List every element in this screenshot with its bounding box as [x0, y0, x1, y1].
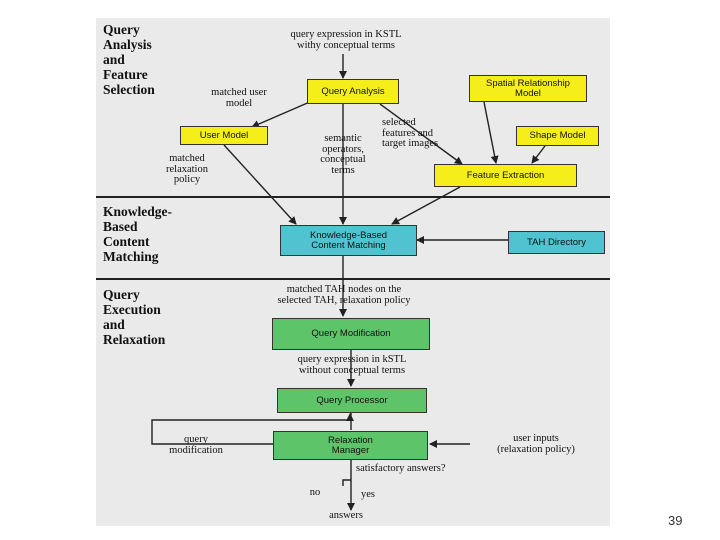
label-yes: yes [361, 489, 375, 500]
label-query-expression-out: query expression in kSTL without concept… [297, 354, 407, 376]
tah-directory-box: TAH Directory [508, 231, 605, 254]
feature-extraction-box: Feature Extraction [434, 164, 577, 187]
label-query-expression-in: query expression in KSTL withy conceptua… [290, 29, 402, 51]
knowledge-based-matching-box: Knowledge-Based Content Matching [280, 225, 417, 256]
label-matched-user-model: matched user model [211, 87, 267, 109]
label-query-modification-loop: query modification [169, 434, 223, 456]
label-semantic-operators: semantic operators, conceptual terms [320, 133, 366, 176]
section-divider [96, 196, 610, 198]
label-satisfactory-answers: satisfactory answers? [356, 463, 446, 474]
section-query-execution: Query Execution and Relaxation [103, 287, 166, 347]
label-answers: answers [329, 510, 363, 521]
query-modification-box: Query Modification [272, 318, 430, 350]
label-matched-relaxation: matched relaxation policy [166, 153, 208, 185]
spatial-relationship-model-box: Spatial Relationship Model [469, 75, 587, 102]
user-model-box: User Model [180, 126, 268, 145]
label-no: no [309, 487, 321, 498]
label-matched-tah-nodes: matched TAH nodes on the selected TAH, r… [277, 284, 411, 306]
section-knowledge-based: Knowledge- Based Content Matching [103, 204, 172, 264]
relaxation-manager-box: Relaxation Manager [273, 431, 428, 460]
query-analysis-box: Query Analysis [307, 79, 399, 104]
shape-model-box: Shape Model [516, 126, 599, 146]
query-processor-box: Query Processor [277, 388, 427, 413]
label-user-inputs: user inputs (relaxation policy) [497, 433, 575, 455]
slide-number: 39 [668, 513, 683, 528]
label-selected-features: selected features and target images [382, 117, 439, 149]
section-query-analysis: Query Analysis and Feature Selection [103, 22, 155, 97]
section-divider [96, 278, 610, 280]
